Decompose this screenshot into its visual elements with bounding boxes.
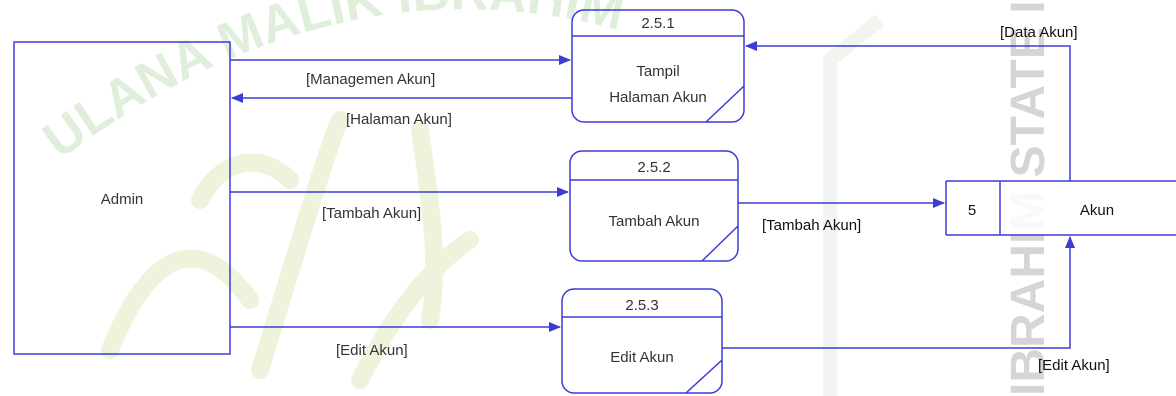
flow-tambah-akun-in: [Tambah Akun] xyxy=(230,187,569,222)
flow-label: [Tambah Akun] xyxy=(762,217,861,234)
watermark-calligraphy xyxy=(101,111,479,389)
process-id: 2.5.3 xyxy=(625,297,658,314)
flow-data-akun: [Data Akun] xyxy=(745,24,1078,181)
entity-admin-label: Admin xyxy=(101,191,144,208)
entity-admin[interactable]: Admin xyxy=(13,41,231,355)
process-2-5-2[interactable]: 2.5.2 Tambah Akun xyxy=(569,150,739,262)
process-id: 2.5.1 xyxy=(641,15,674,32)
flow-label: [Edit Akun] xyxy=(336,342,408,359)
flow-edit-akun-out: [Edit Akun] xyxy=(722,236,1110,374)
process-2-5-1[interactable]: 2.5.1 Tampil Halaman Akun xyxy=(571,9,745,123)
watermark-arch xyxy=(823,14,885,396)
process-2-5-3[interactable]: 2.5.3 Edit Akun xyxy=(561,288,723,394)
flow-label: [Data Akun] xyxy=(1000,24,1078,41)
flow-label: [Edit Akun] xyxy=(1038,357,1110,374)
flow-managemen-akun: [Managemen Akun] xyxy=(230,55,571,88)
flow-label: [Tambah Akun] xyxy=(322,205,421,222)
datastore-akun[interactable]: 5 Akun xyxy=(945,180,1176,236)
flow-label: [Halaman Akun] xyxy=(346,111,452,128)
datastore-number: 5 xyxy=(968,202,976,219)
flow-tambah-akun-out: [Tambah Akun] xyxy=(738,198,945,234)
flow-edit-akun-in: [Edit Akun] xyxy=(230,322,561,359)
flow-halaman-akun: [Halaman Akun] xyxy=(231,93,572,128)
process-name: Tampil xyxy=(636,63,679,80)
process-name: Edit Akun xyxy=(610,349,673,366)
datastore-name: Akun xyxy=(1080,202,1114,219)
process-name-line2: Halaman Akun xyxy=(609,89,707,106)
process-name: Tambah Akun xyxy=(609,213,700,230)
process-id: 2.5.2 xyxy=(637,159,670,176)
flow-label: [Managemen Akun] xyxy=(306,71,435,88)
